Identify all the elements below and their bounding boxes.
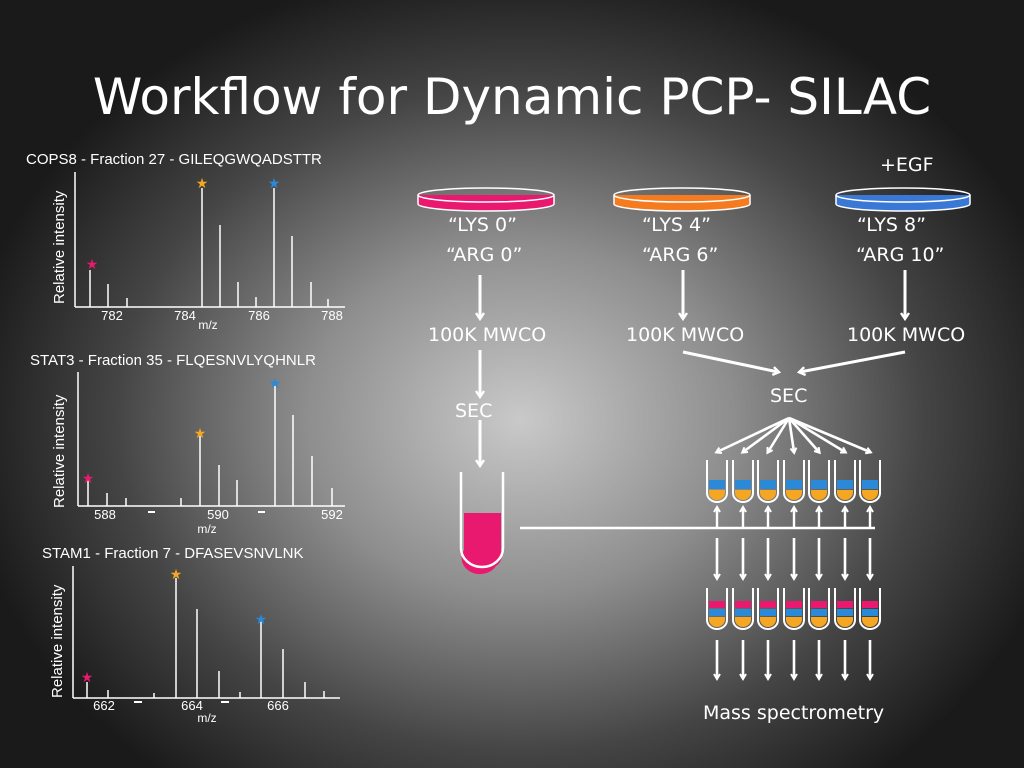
spectrum-plot-stat3: ★ ★ ★ 588 590 592 m/z: [77, 372, 345, 536]
spectrum-peaks: [86, 578, 325, 698]
star-light-icon: ★: [86, 256, 99, 272]
spectrum-title-stam1: STAM1 - Fraction 7 - DFASEVSNVLNK: [42, 545, 304, 562]
arg-label-medium: “ARG 6”: [642, 244, 719, 266]
dish-light: [417, 187, 555, 212]
tick-label: 666: [267, 698, 289, 713]
tick-label: 590: [207, 507, 229, 522]
spectrum-peaks: [87, 384, 333, 506]
x-axis-label: m/z: [197, 522, 216, 536]
star-medium-icon: ★: [170, 566, 183, 582]
x-axis-label: m/z: [198, 318, 217, 332]
spectrum-peaks: [89, 188, 329, 307]
x-axis-label: m/z: [197, 711, 216, 725]
arg-label-heavy: “ARG 10”: [856, 244, 945, 266]
star-medium-icon: ★: [194, 425, 207, 441]
tick-label: 588: [94, 507, 116, 522]
lys-label-medium: “LYS 4”: [642, 214, 711, 236]
fraction-tubes-row2: [706, 588, 881, 630]
sec-label-light: SEC: [455, 400, 493, 422]
tick-label: 786: [248, 308, 270, 323]
star-heavy-icon: ★: [269, 375, 282, 391]
mass-spectrometry-label: Mass spectrometry: [703, 702, 885, 724]
mwco-label-heavy: 100K MWCO: [847, 324, 966, 346]
treatment-label: +EGF: [880, 154, 934, 176]
spectrum-plot-cops8: ★ ★ ★ 782 784 786 788 m/z: [74, 172, 345, 332]
tick-label: 592: [321, 507, 343, 522]
spectrum-plot-stam1: ★ ★ ★ 662 664 666 m/z: [72, 566, 340, 725]
slide-title: Workflow for Dynamic PCP- SILAC: [92, 68, 932, 126]
sec-label-combined: SEC: [770, 385, 808, 407]
spectrum-title-stat3: STAT3 - Fraction 35 - FLQESNVLYQHNLR: [30, 352, 316, 369]
star-heavy-icon: ★: [268, 175, 281, 191]
tick-label: 788: [321, 308, 343, 323]
tick-label: 782: [101, 308, 123, 323]
star-heavy-icon: ★: [255, 611, 268, 627]
lys-label-light: “LYS 0”: [448, 214, 517, 236]
reference-tube: [459, 472, 505, 575]
arg-label-light: “ARG 0”: [446, 244, 523, 266]
mwco-label-light: 100K MWCO: [428, 324, 547, 346]
star-light-icon: ★: [82, 470, 95, 486]
star-light-icon: ★: [81, 669, 94, 685]
tick-label: 664: [181, 698, 203, 713]
dish-medium: [613, 187, 751, 212]
dish-heavy: [835, 187, 971, 212]
mwco-label-medium: 100K MWCO: [626, 324, 745, 346]
spectrum-title-cops8: COPS8 - Fraction 27 - GILEQGWQADSTTR: [26, 151, 322, 168]
star-medium-icon: ★: [196, 175, 209, 191]
tick-label: 662: [93, 698, 115, 713]
tick-label: 784: [174, 308, 196, 323]
fraction-tubes-row1: [706, 460, 881, 503]
lys-label-heavy: “LYS 8”: [857, 214, 926, 236]
